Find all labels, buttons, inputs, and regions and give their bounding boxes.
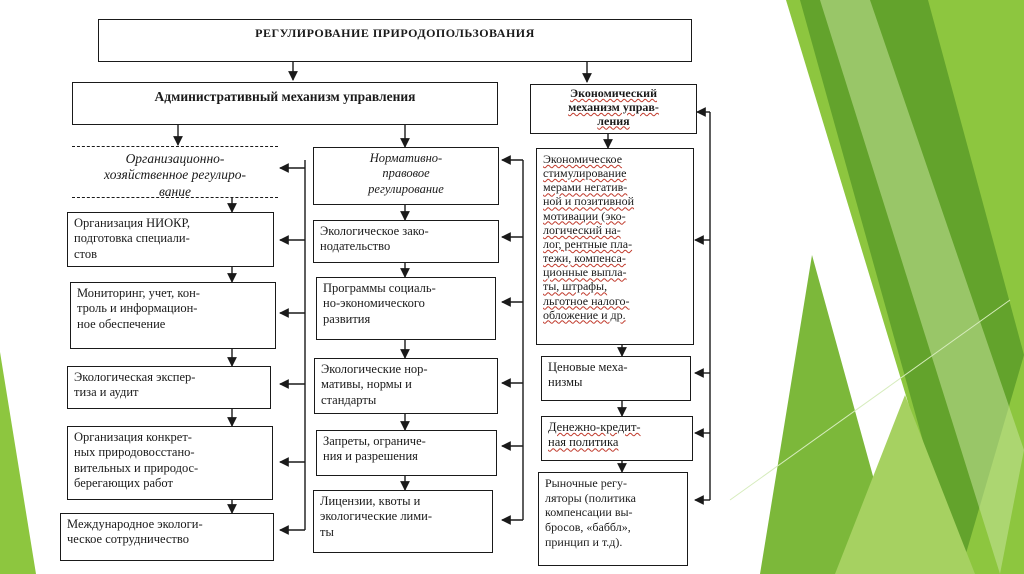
- norm-item-programs: Программы социаль- но-экономического раз…: [316, 277, 496, 340]
- green-shape-pale-band: [820, 0, 1024, 574]
- econ-item-monetary: Денежно-кредит- ная политика: [541, 416, 693, 461]
- econ-item-market: Рыночные регу- ляторы (политика компенса…: [538, 472, 688, 566]
- normative-regulation-header: Нормативно- правовое регулирование: [313, 147, 499, 205]
- org-regulation-header: Организационно- хозяйственное регулиро- …: [72, 146, 278, 198]
- org-item-monitoring: Мониторинг, учет, кон- троль и информаци…: [70, 282, 276, 349]
- green-shape-bottom-left: [760, 255, 900, 574]
- green-shape-left-edge: [0, 352, 36, 574]
- econ-item-price: Ценовые меха- низмы: [541, 356, 691, 401]
- norm-item-legislation: Экологическое зако- нодательство: [313, 220, 499, 263]
- norm-item-standards: Экологические нор- мативы, нормы и станд…: [314, 358, 498, 414]
- norm-item-prohibitions: Запреты, ограниче- ния и разрешения: [316, 430, 497, 476]
- org-item-rnd: Организация НИОКР, подготовка специали- …: [67, 212, 274, 267]
- title-box: РЕГУЛИРОВАНИЕ ПРИРОДОПОЛЬЗОВАНИЯ: [98, 19, 692, 62]
- green-shape-bottom-mid: [835, 395, 975, 574]
- admin-mechanism-header: Административный механизм управления: [72, 82, 498, 125]
- org-item-expertise: Экологическая экспер- тиза и аудит: [67, 366, 271, 409]
- thin-line-decoration: [729, 299, 1011, 501]
- org-item-works: Организация конкрет- ных природовосстано…: [67, 426, 273, 500]
- norm-item-licenses: Лицензии, квоты и экологические лими- ты: [313, 490, 493, 553]
- econ-item-stimulation: Экономическое стимулирование мерами нега…: [536, 148, 694, 345]
- org-item-cooperation: Международное экологи- ческое сотрудниче…: [60, 513, 274, 561]
- econ-mechanism-header: Экономический механизм управ- ления: [530, 84, 697, 134]
